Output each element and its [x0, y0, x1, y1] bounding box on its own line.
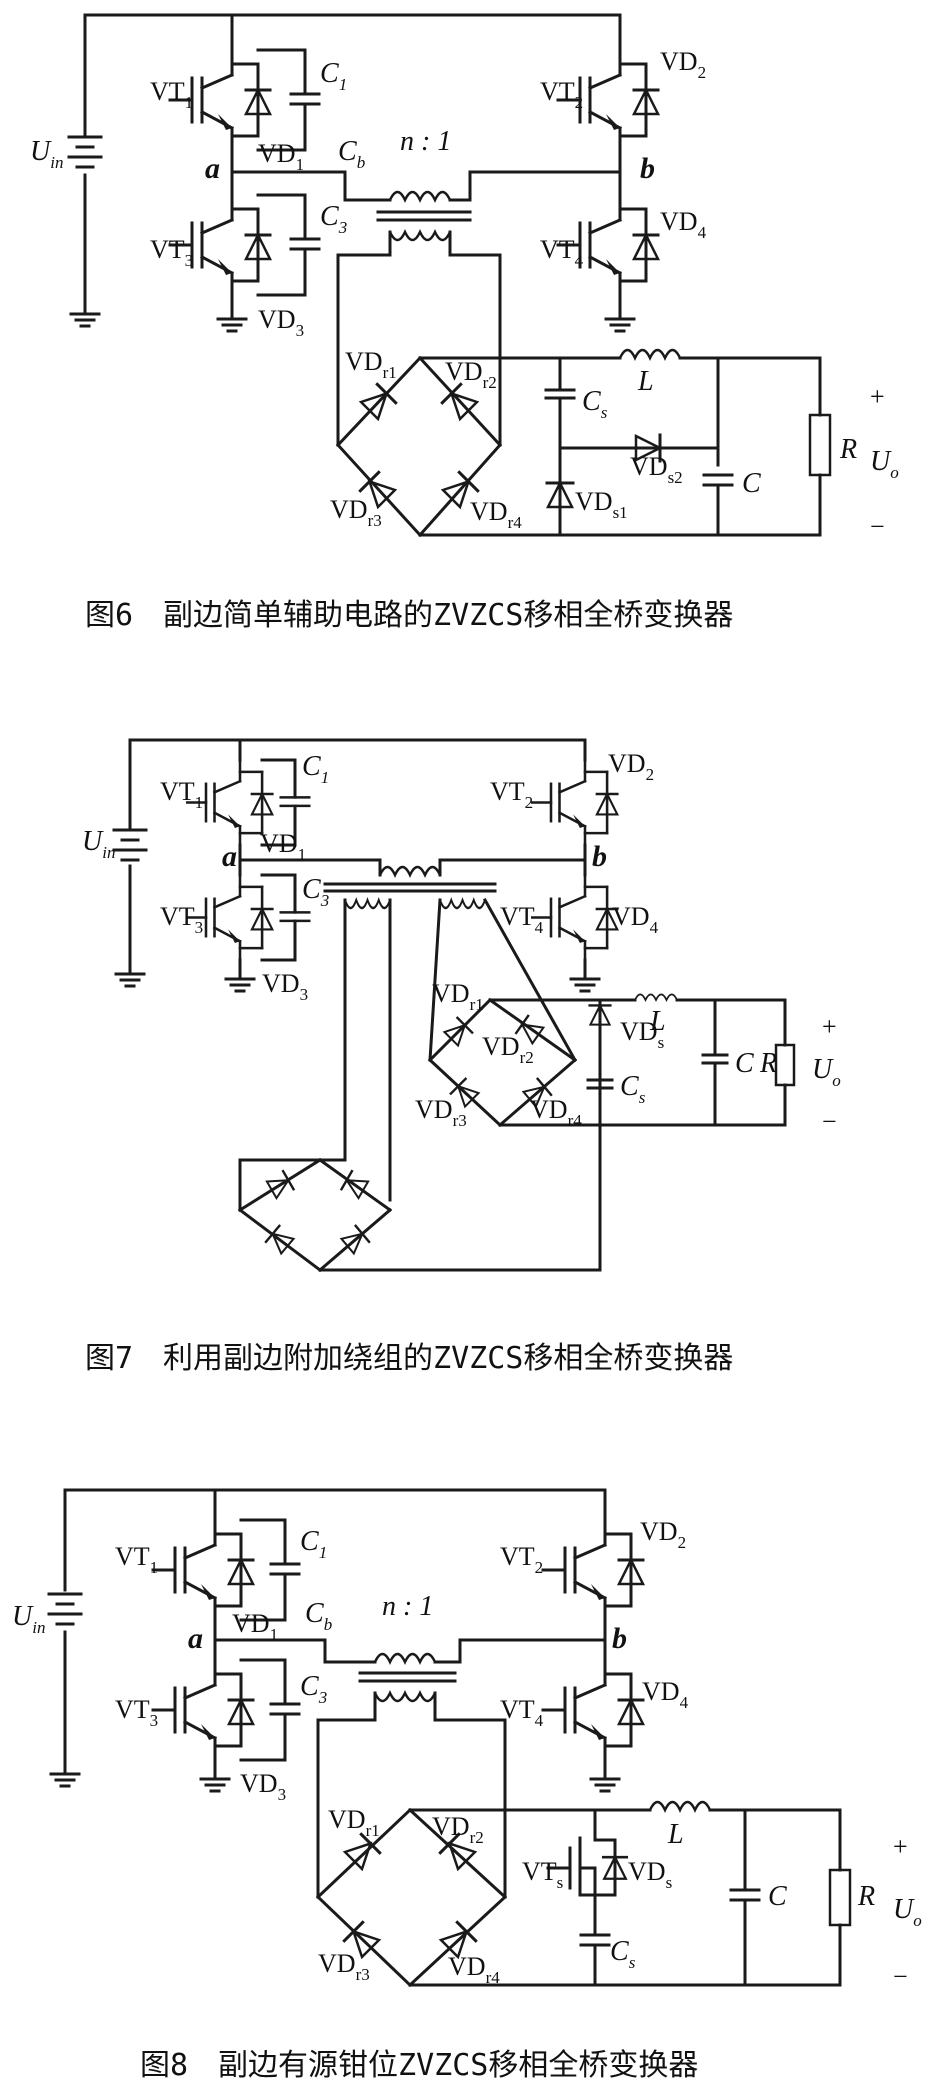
vt4-label: VT4	[500, 902, 544, 937]
vd2-label: VD2	[660, 47, 706, 82]
vdr1-label: VDr1	[345, 347, 397, 382]
output-minus-label: −	[870, 512, 885, 541]
uo-label: Uo	[870, 446, 899, 482]
uo-label: Uo	[812, 1054, 841, 1090]
vdr2-label: VDr2	[445, 357, 497, 392]
vt4-label: VT4	[500, 1695, 544, 1730]
output-minus-label: −	[893, 1962, 908, 1991]
vd3-label: VD3	[262, 969, 308, 1004]
node-b-label: b	[592, 840, 607, 873]
output-plus-label: +	[893, 1832, 908, 1861]
resistor-r-label: R	[857, 1881, 875, 1912]
c1-label: C1	[302, 751, 329, 787]
c3-label: C3	[320, 201, 347, 237]
vd4-label: VD4	[660, 207, 707, 242]
figure-6-circuit: VT1 C1 VT2 VD2 Uin a VD1 Cb n : 1 b VT3 …	[30, 13, 899, 633]
vd2-label: VD2	[608, 749, 654, 784]
output-minus-label: −	[822, 1107, 837, 1136]
vt4-label: VT4	[540, 235, 584, 270]
vd1-label: VD1	[260, 829, 306, 864]
vd2-label: VD2	[640, 1517, 686, 1552]
vt1-label: VT1	[115, 1542, 158, 1577]
vdr1-label: VDr1	[328, 1805, 380, 1840]
uin-label: Uin	[12, 1601, 45, 1637]
uo-label: Uo	[893, 1894, 922, 1930]
node-b-label: b	[612, 1622, 627, 1655]
vt3-label: VT3	[160, 902, 203, 937]
vd3-label: VD3	[240, 1769, 286, 1804]
vds1-label: VDs1	[575, 487, 628, 522]
vdr4-label: VDr4	[448, 1952, 500, 1987]
inductor-l-label: L	[637, 366, 654, 397]
capacitor-c-label: C	[735, 1048, 754, 1079]
c1-label: C1	[320, 58, 347, 94]
vt2-label: VT2	[540, 77, 583, 112]
figure-6-caption: 图6 副边简单辅助电路的ZVZCS移相全桥变换器	[85, 598, 733, 633]
uin-label: Uin	[82, 826, 115, 862]
node-a-label: a	[205, 152, 220, 185]
vdr4-label: VDr4	[530, 1095, 582, 1130]
figure-8-caption: 图8 副边有源钳位ZVZCS移相全桥变换器	[140, 2048, 698, 2083]
cs-label: Cs	[620, 1071, 646, 1107]
vd4-label: VD4	[612, 902, 659, 937]
cb-label: Cb	[338, 136, 365, 172]
vt1-label: VT1	[160, 777, 203, 812]
vt3-label: VT3	[150, 235, 193, 270]
vdr3-label: VDr3	[415, 1095, 467, 1130]
figure-7-circuit: VT1 C1 VT2 VD2 Uin a VD1 b VT3 C3 VT4 VD…	[82, 738, 841, 1376]
vds2-label: VDs2	[630, 452, 683, 487]
output-plus-label: +	[870, 382, 885, 411]
capacitor-c-label: C	[742, 468, 761, 499]
vdr3-label: VDr3	[330, 495, 382, 530]
resistor-r-label: R	[839, 434, 857, 465]
vds-label: VDs	[620, 1017, 664, 1052]
vd1-label: VD1	[232, 1609, 278, 1644]
figure-7-caption: 图7 利用副边附加绕组的ZVZCS移相全桥变换器	[85, 1341, 733, 1376]
turns-ratio-label: n : 1	[382, 1591, 433, 1622]
figure-8-circuit: VT1 C1 VT2 VD2 Uin a VD1 Cb n : 1 b VT3 …	[12, 1488, 922, 2083]
cb-label: Cb	[305, 1598, 332, 1634]
output-plus-label: +	[822, 1012, 837, 1041]
vd1-label: VD1	[258, 139, 304, 174]
node-b-label: b	[640, 152, 655, 185]
cs-label: Cs	[582, 386, 608, 422]
c3-label: C3	[300, 1671, 327, 1707]
vds-label: VDs	[628, 1857, 672, 1892]
vdr2-label: VDr2	[432, 1812, 484, 1847]
vt2-label: VT2	[490, 777, 533, 812]
vd4-label: VD4	[642, 1677, 689, 1712]
c3-label: C3	[302, 874, 329, 910]
inductor-l-label: L	[667, 1819, 684, 1850]
node-a-label: a	[188, 1622, 203, 1655]
turns-ratio-label: n : 1	[400, 126, 451, 157]
vdr4-label: VDr4	[470, 497, 522, 532]
vts-label: VTs	[522, 1857, 563, 1892]
node-a-label: a	[222, 840, 237, 873]
vt3-label: VT3	[115, 1695, 158, 1730]
vdr1-label: VDr1	[432, 979, 484, 1014]
vdr3-label: VDr3	[318, 1949, 370, 1984]
uin-label: Uin	[30, 136, 63, 172]
c1-label: C1	[300, 1526, 327, 1562]
vd3-label: VD3	[258, 305, 304, 340]
resistor-r-label: R	[759, 1048, 777, 1079]
vt1-label: VT1	[150, 77, 193, 112]
vdr2-label: VDr2	[482, 1032, 534, 1067]
capacitor-c-label: C	[768, 1881, 787, 1912]
cs-label: Cs	[610, 1936, 636, 1972]
vt2-label: VT2	[500, 1542, 543, 1577]
inductor-l-label: L	[649, 1006, 666, 1037]
